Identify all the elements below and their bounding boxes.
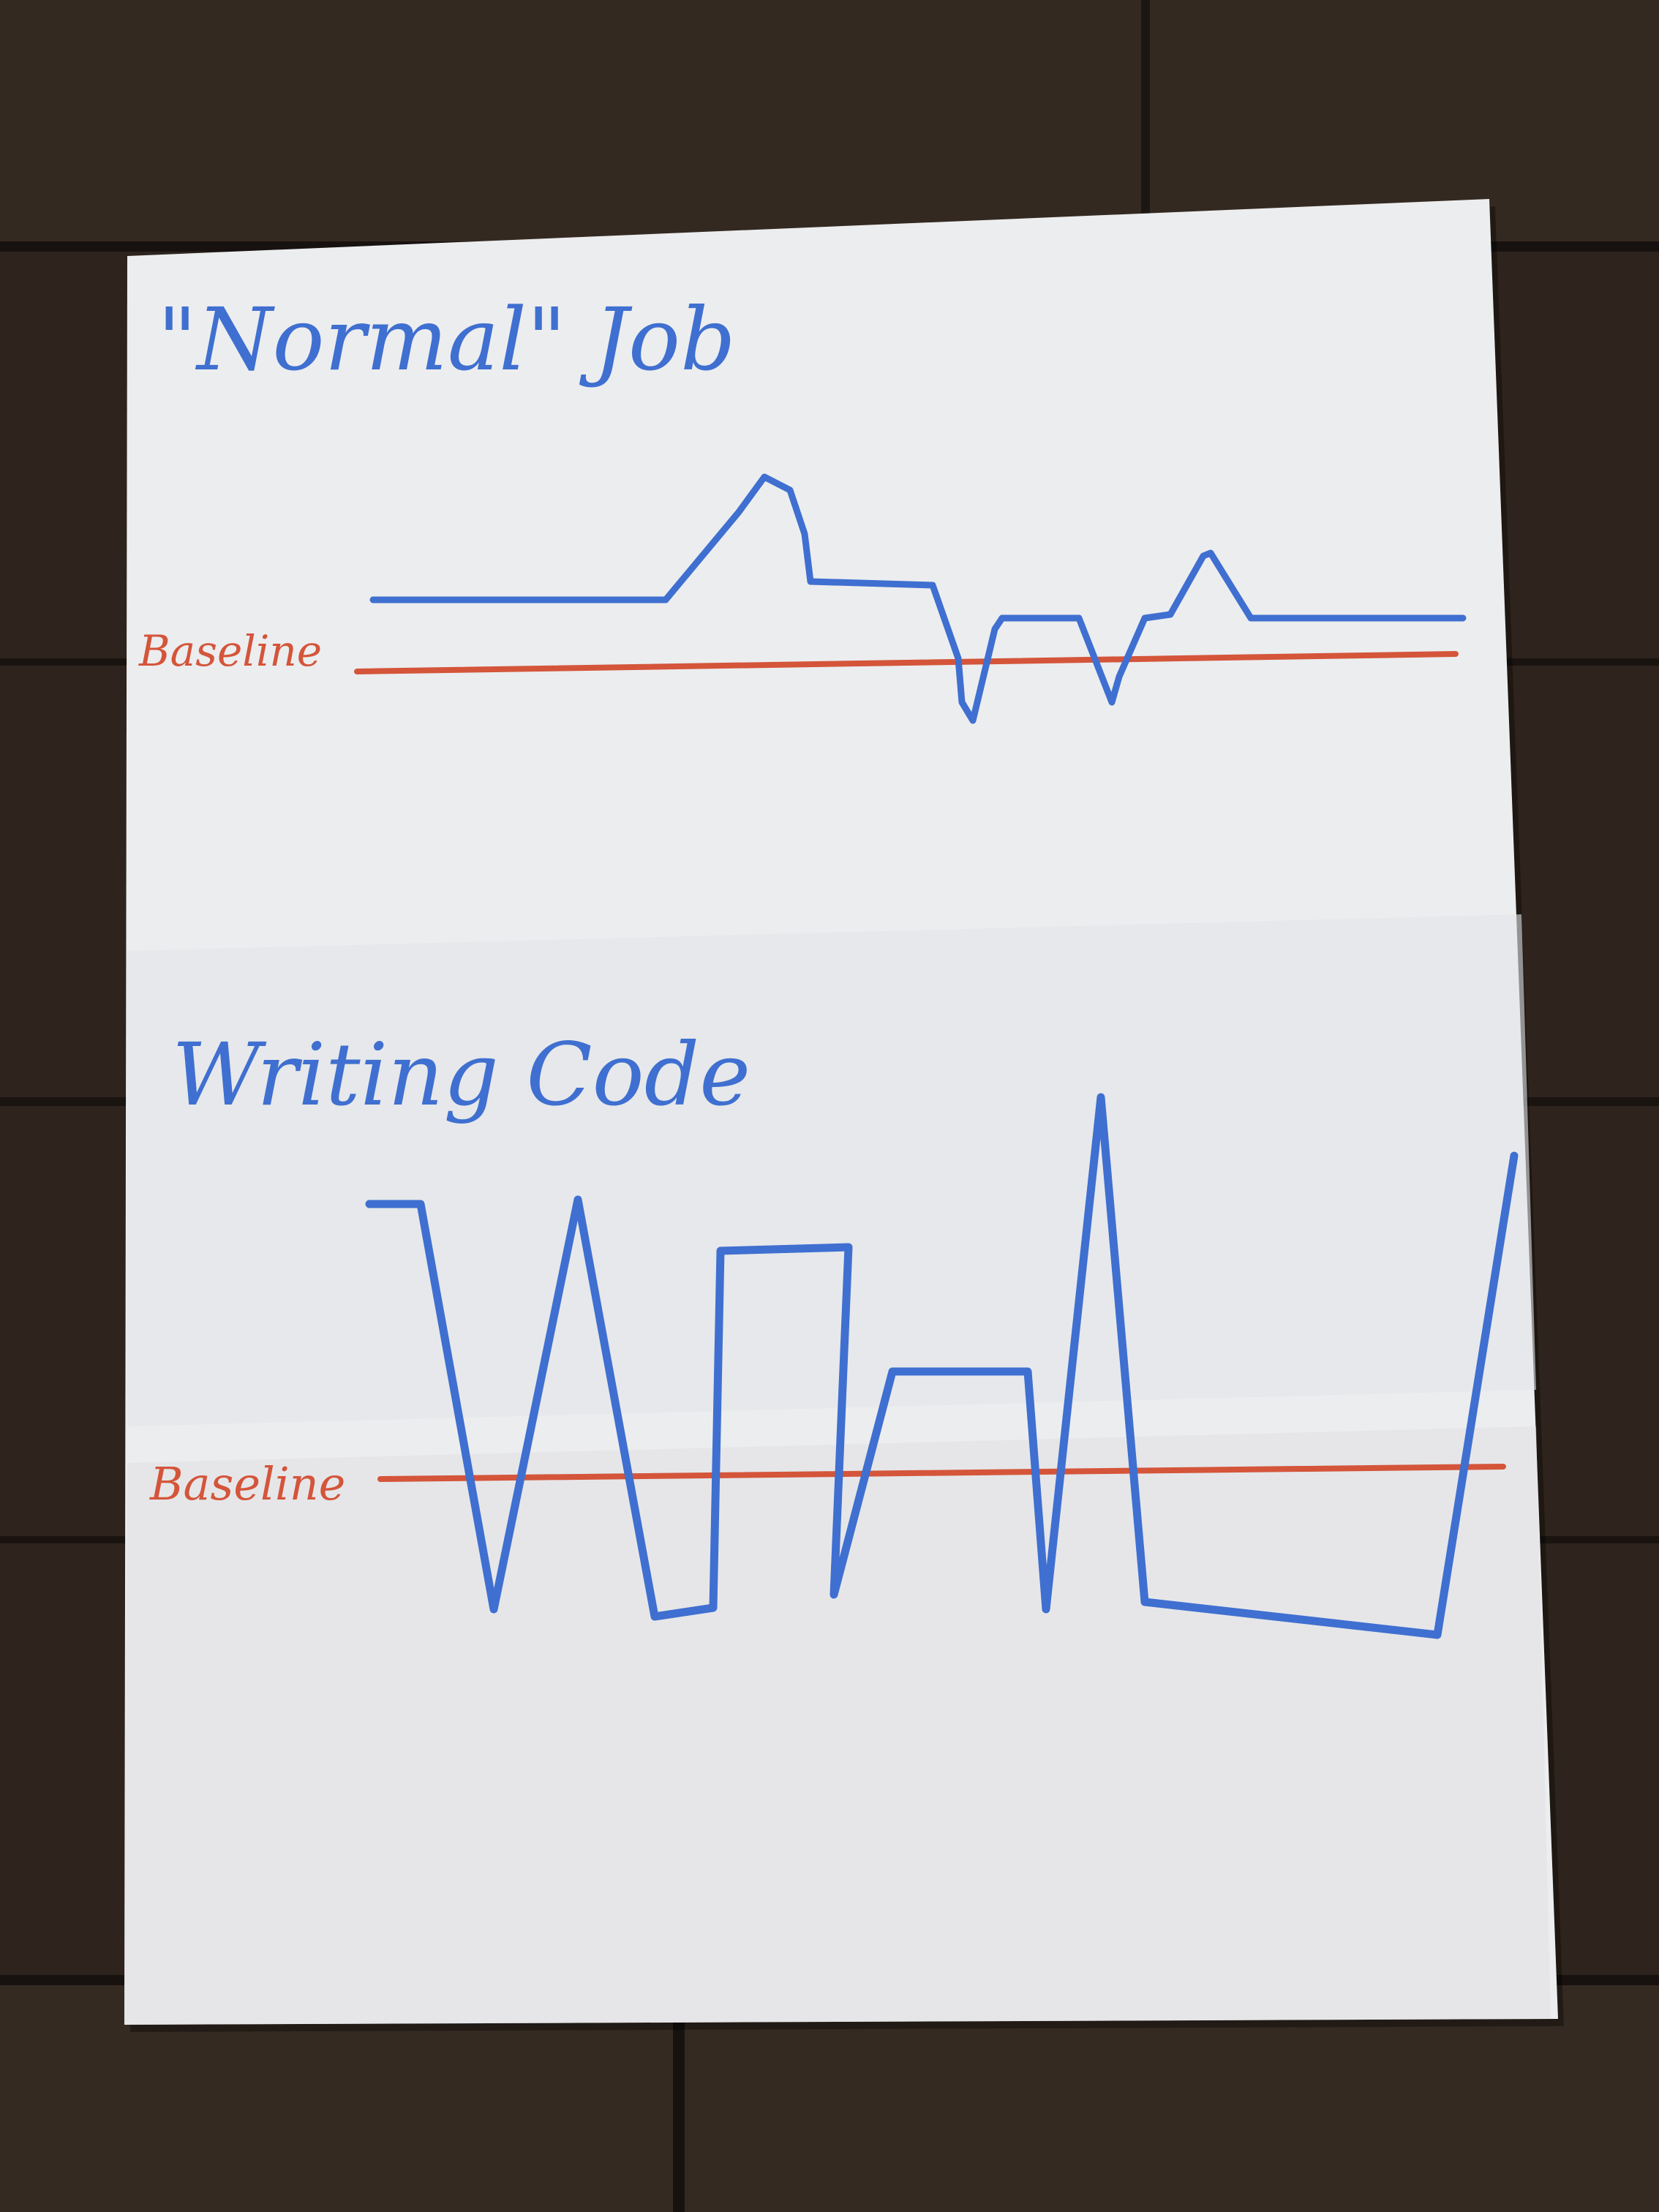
normal-job-section: "Normal" Job Baseline: [138, 289, 1467, 724]
writing-code-baseline-line: [377, 1464, 1506, 1482]
writing-code-baseline-label: Baseline: [149, 1457, 345, 1511]
writing-code-section: Writing Code Baseline: [149, 1024, 1519, 1639]
normal-job-baseline-line: [354, 651, 1459, 674]
writing-code-title: Writing Code: [172, 1024, 750, 1125]
normal-job-curve: [369, 473, 1467, 724]
normal-job-title: "Normal" Job: [157, 289, 736, 390]
normal-job-baseline-label: Baseline: [138, 626, 322, 676]
writing-code-curve: [365, 1093, 1519, 1639]
